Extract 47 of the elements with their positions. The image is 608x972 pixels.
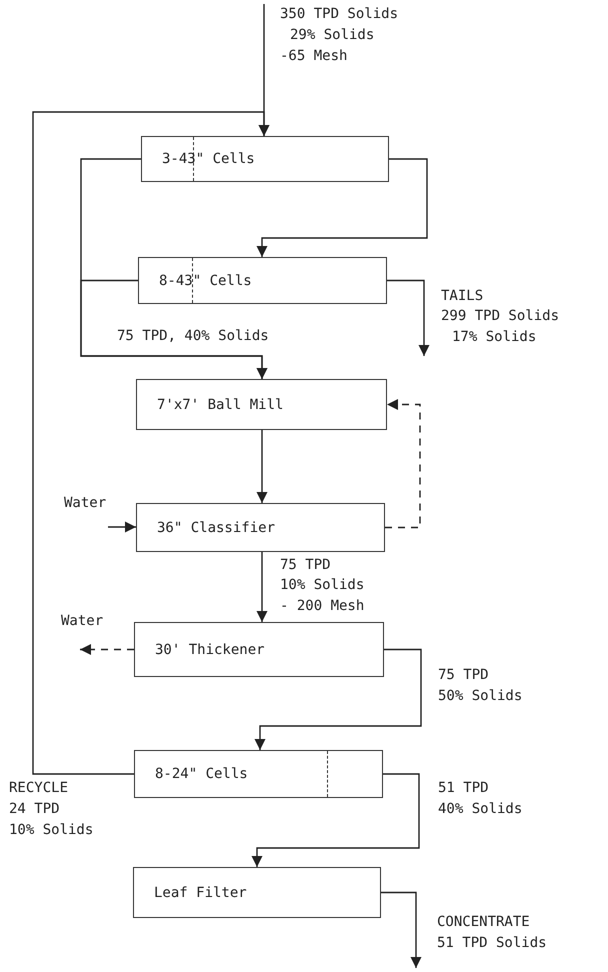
box-label: 30' Thickener [155, 642, 265, 658]
box-label: 7'x7' Ball Mill [157, 396, 284, 412]
flow-arrow [256, 158, 428, 257]
stream-label: CONCENTRATE [437, 914, 530, 930]
box-label: Leaf Filter [154, 884, 247, 900]
flow-arrow [32, 111, 270, 775]
stream-label: 24 TPD [9, 801, 60, 817]
stream-label: 350 TPD Solids [280, 6, 398, 22]
stream-label: 10% Solids [9, 822, 94, 838]
flow-arrow [252, 773, 420, 867]
process-box [134, 750, 383, 798]
flow-arrow [381, 892, 422, 968]
stream-label: -65 Mesh [280, 48, 348, 64]
box-label: 8-24" Cells [155, 766, 248, 782]
flow-arrow [385, 399, 421, 528]
stream-label: RECYCLE [9, 780, 68, 796]
stream-label: 10% Solids [280, 577, 364, 593]
stream-label: 299 TPD Solids [441, 308, 560, 324]
flow-arrow [256, 552, 268, 622]
flow-arrow [80, 644, 134, 655]
stream-label: 51 TPD Solids [437, 935, 547, 951]
stream-label: 75 TPD [280, 557, 331, 573]
process-box [138, 257, 387, 304]
stream-label: 75 TPD [438, 667, 489, 683]
flow-arrow [256, 430, 268, 503]
box-label: 36" Classifier [157, 520, 276, 536]
stream-label: Water [61, 613, 104, 629]
flow-arrow [254, 648, 422, 750]
stream-label: Water [64, 495, 106, 511]
flow-arrow [387, 280, 430, 356]
process-box [134, 622, 384, 677]
stream-label: - 200 Mesh [280, 598, 364, 614]
box-label: 3-43" Cells [162, 151, 255, 167]
flow-arrow [80, 280, 268, 379]
box-label: 8-43" Cells [159, 272, 252, 288]
process-box [136, 379, 387, 430]
stream-label: 29% Solids [290, 27, 374, 43]
stream-label: 75 TPD, 40% Solids [117, 328, 269, 344]
stream-label: TAILS [441, 288, 484, 304]
stream-label: 51 TPD [438, 780, 489, 796]
process-box [133, 867, 381, 918]
process-box [141, 136, 389, 182]
stream-label: 17% Solids [452, 329, 536, 345]
stream-label: 40% Solids [438, 801, 522, 817]
flow-arrow [108, 522, 136, 532]
stream-label: 50% Solids [438, 688, 522, 704]
process-box [136, 503, 385, 552]
